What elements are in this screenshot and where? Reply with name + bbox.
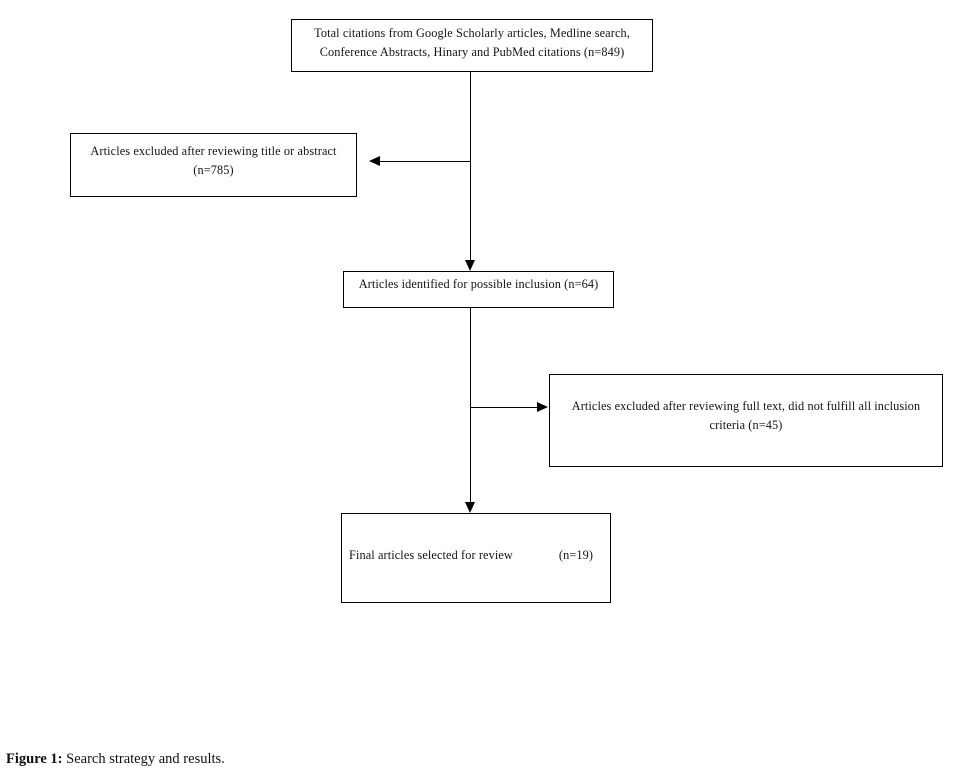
flow-node-excluded-title-abstract-line2: (n=785) bbox=[193, 163, 234, 178]
connector-total-to-possible-line bbox=[470, 72, 471, 261]
flow-node-final-selected-line2: (n=19) bbox=[558, 548, 594, 562]
flow-node-total-citations-line2: Conference Abstracts, Hinary and PubMed … bbox=[319, 45, 625, 60]
flow-node-excluded-full-text: Articles excluded after reviewing full t… bbox=[549, 374, 943, 467]
flow-node-final-selected-line1: Final articles selected for review bbox=[349, 548, 513, 562]
flow-node-excluded-full-text-text: Articles excluded after reviewing full t… bbox=[555, 397, 937, 435]
connector-branch-to-excluded-title-abstract bbox=[380, 161, 470, 162]
arrowhead-down-to-possible-inclusion bbox=[465, 260, 475, 271]
flow-node-excluded-title-abstract-line1: Articles excluded after reviewing title … bbox=[90, 144, 337, 158]
arrowhead-left-to-excluded-title-abstract bbox=[369, 156, 380, 166]
connector-possible-to-final-line bbox=[470, 308, 471, 503]
flow-node-possible-inclusion-text: Articles identified for possible inclusi… bbox=[349, 275, 608, 294]
flow-node-excluded-full-text-line2: criteria (n=45) bbox=[709, 418, 783, 433]
connector-branch-to-excluded-full-text bbox=[470, 407, 538, 408]
flow-node-excluded-full-text-line1: Articles excluded after reviewing full t… bbox=[571, 399, 921, 413]
figure-caption: Figure 1: Search strategy and results. bbox=[6, 751, 225, 768]
figure-caption-label: Figure 1: bbox=[6, 751, 63, 767]
flow-node-excluded-title-abstract: Articles excluded after reviewing title … bbox=[70, 133, 357, 197]
flow-node-excluded-title-abstract-text: Articles excluded after reviewing title … bbox=[76, 142, 351, 180]
flow-node-total-citations-text: Total citations from Google Scholarly ar… bbox=[297, 24, 647, 62]
flow-node-total-citations-line1: Total citations from Google Scholarly ar… bbox=[314, 26, 630, 40]
flow-node-total-citations: Total citations from Google Scholarly ar… bbox=[291, 19, 653, 72]
flow-node-possible-inclusion: Articles identified for possible inclusi… bbox=[343, 271, 614, 308]
flow-node-final-selected: Final articles selected for review (n=19) bbox=[341, 513, 611, 603]
arrowhead-right-to-excluded-full-text bbox=[537, 402, 548, 412]
flow-node-final-selected-text: Final articles selected for review (n=19) bbox=[349, 546, 605, 565]
arrowhead-down-to-final-selected bbox=[465, 502, 475, 513]
flow-node-possible-inclusion-line1: Articles identified for possible inclusi… bbox=[358, 277, 599, 291]
figure-caption-text: Search strategy and results. bbox=[62, 751, 225, 767]
